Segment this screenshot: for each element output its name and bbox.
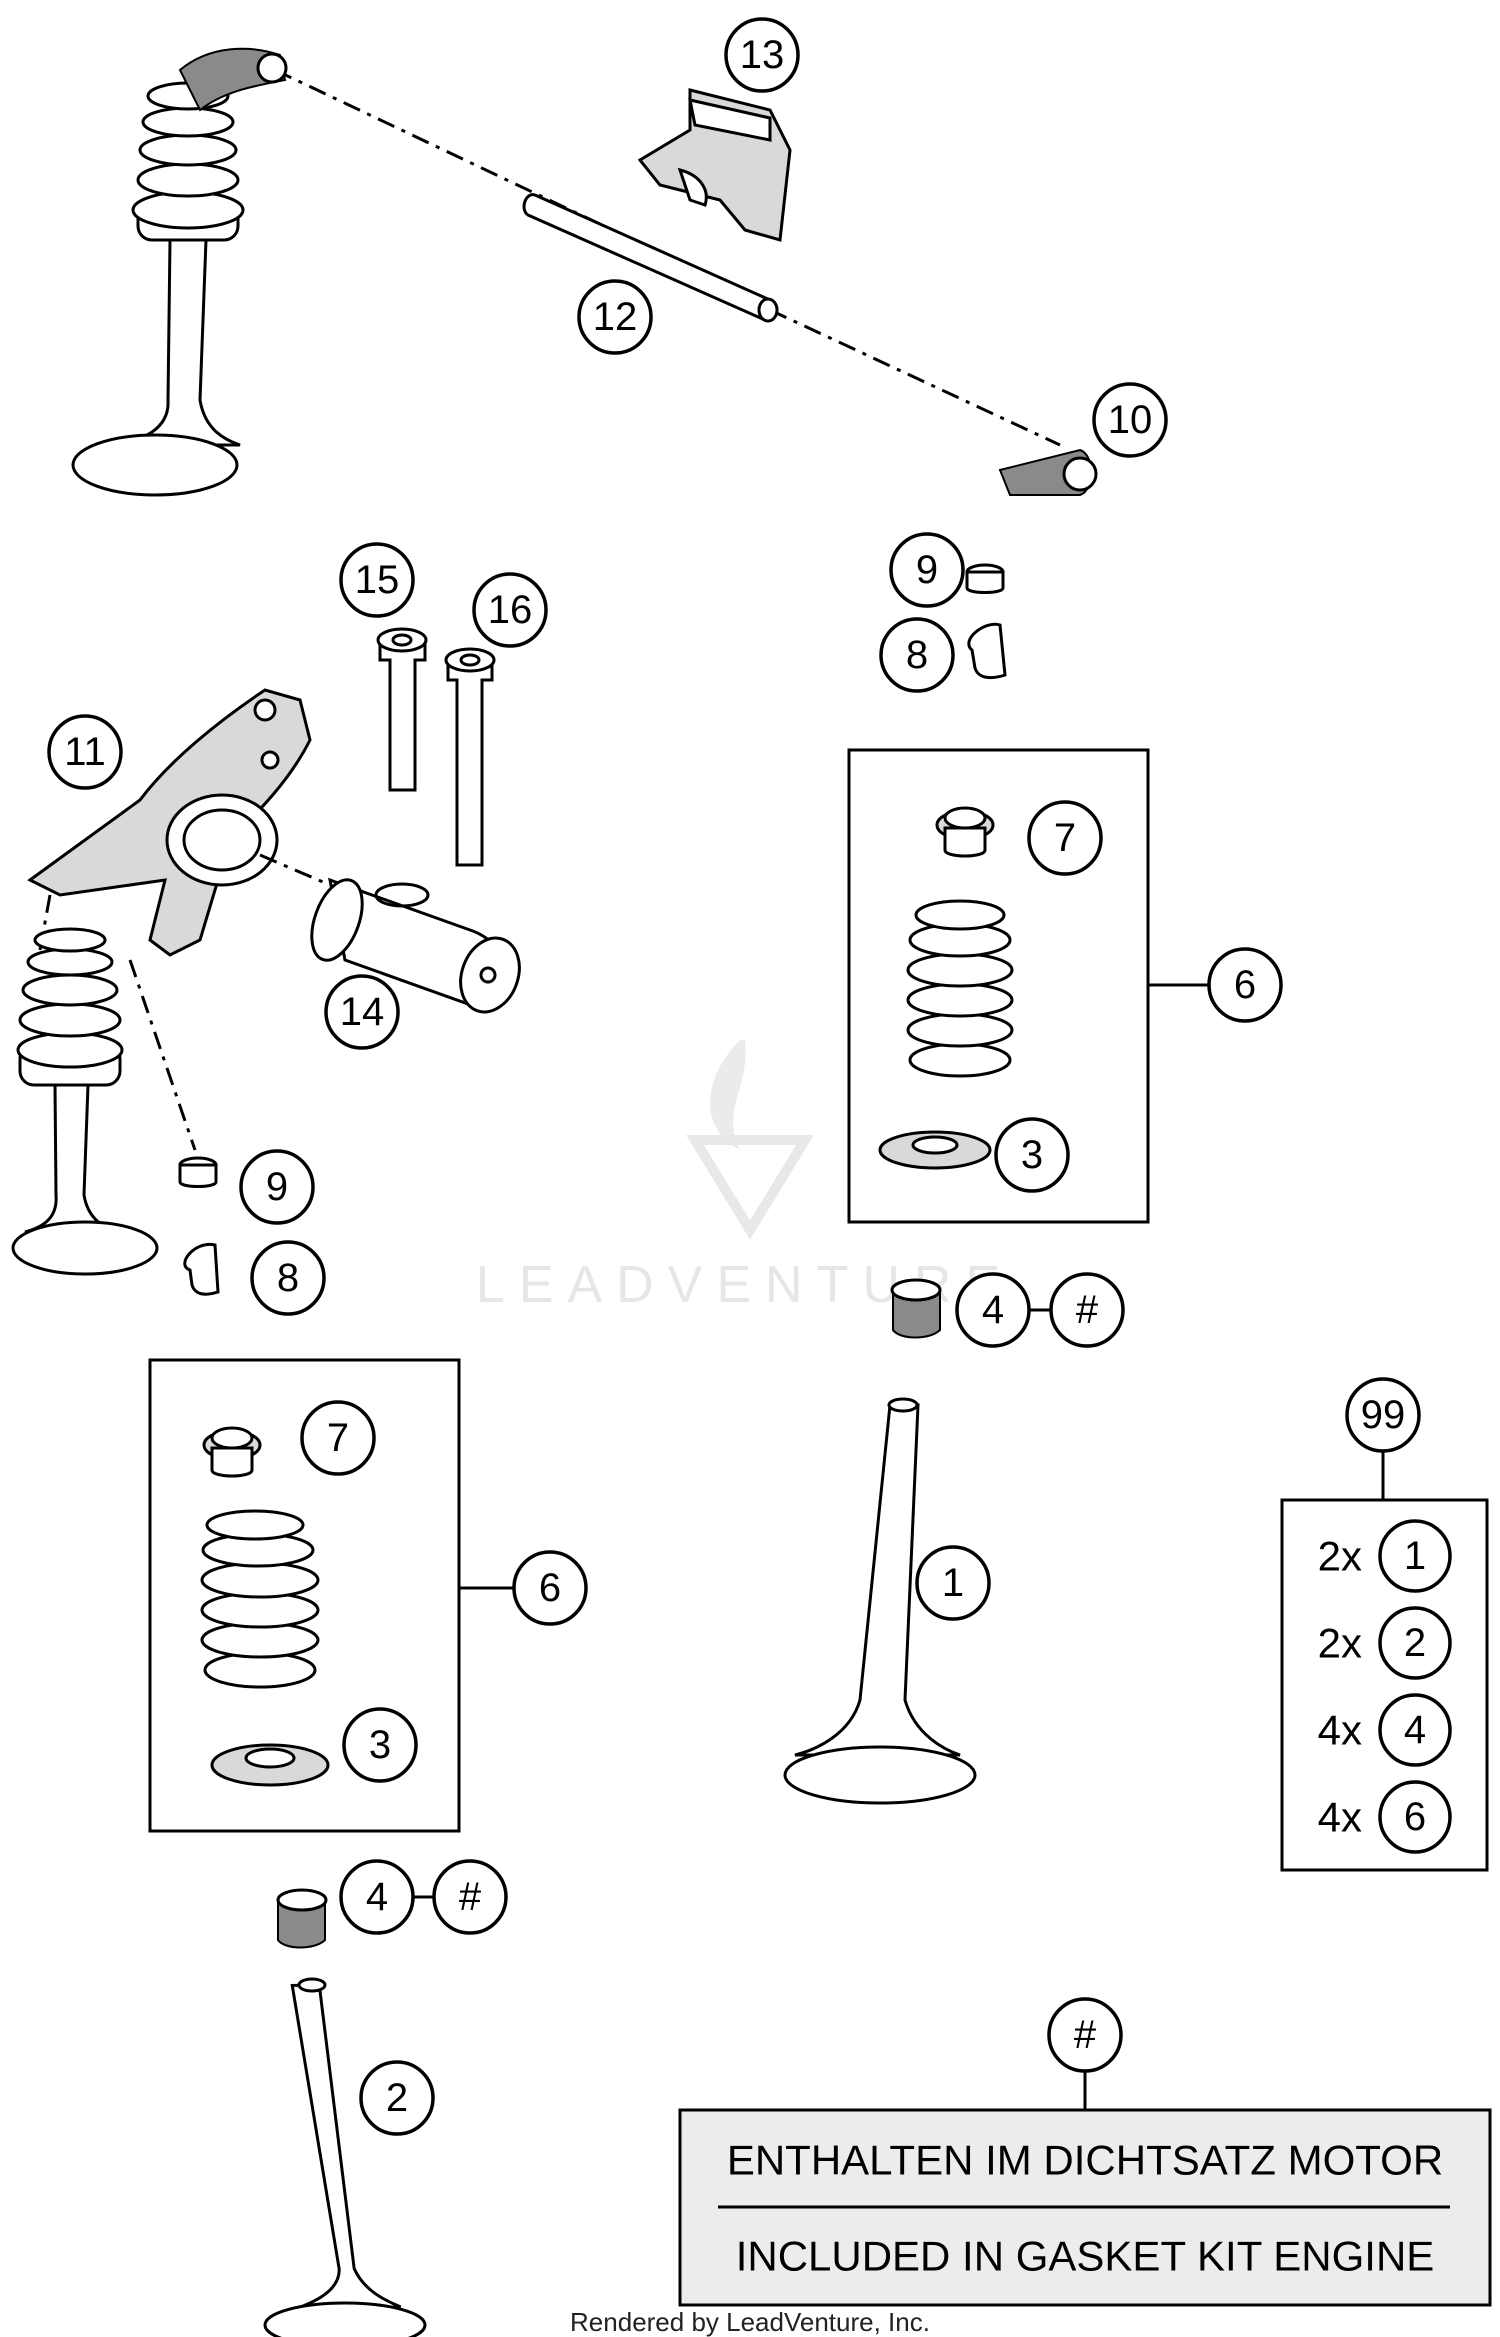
callout-15: 15	[339, 542, 415, 618]
part-16-bolt	[444, 647, 496, 867]
callout-8-right: 8	[879, 617, 955, 693]
axis-line-top-right	[769, 308, 1061, 447]
svg-text:4: 4	[366, 1875, 388, 1919]
callout-2: 2	[359, 2060, 435, 2136]
callout-9-right: 9	[889, 532, 965, 608]
part-13-guide	[637, 88, 792, 242]
left-shim-and-keeper	[178, 1156, 220, 1296]
svg-text:6: 6	[539, 1566, 561, 1610]
kit-qty-3: 4x	[1318, 1707, 1362, 1754]
svg-text:10: 10	[1108, 398, 1153, 442]
svg-text:15: 15	[355, 558, 400, 602]
svg-text:7: 7	[327, 1416, 349, 1460]
svg-text:4: 4	[982, 1288, 1004, 1332]
footer-credit: Rendered by LeadVenture, Inc.	[570, 2307, 930, 2337]
svg-text:3: 3	[369, 1723, 391, 1767]
callout-12: 12	[577, 279, 653, 355]
svg-text:3: 3	[1021, 1133, 1043, 1177]
left-valve-seal	[276, 1888, 328, 1949]
svg-text:8: 8	[277, 1256, 299, 1300]
callout-10: 10	[1092, 382, 1168, 458]
callout-hash-left: #	[432, 1859, 508, 1935]
svg-text:1: 1	[1404, 1534, 1426, 1578]
callout-3-right: 3	[994, 1117, 1070, 1193]
svg-text:6: 6	[1404, 1795, 1426, 1839]
svg-text:12: 12	[593, 295, 638, 339]
svg-text:99: 99	[1361, 1393, 1406, 1437]
svg-text:4: 4	[1404, 1708, 1426, 1752]
svg-text:8: 8	[906, 633, 928, 677]
svg-text:2: 2	[1404, 1621, 1426, 1665]
callout-7-left: 7	[300, 1400, 376, 1476]
note-line-en: INCLUDED IN GASKET KIT ENGINE	[736, 2233, 1435, 2280]
callout-16: 16	[472, 572, 548, 648]
callout-99: 99	[1345, 1377, 1421, 1453]
callout-14: 14	[324, 974, 400, 1050]
callout-6-left: 6	[512, 1550, 588, 1626]
callout-13: 13	[724, 17, 800, 93]
callout-8-left: 8	[250, 1240, 326, 1316]
right-shim-and-keeper	[965, 563, 1007, 680]
part-1-valve	[783, 1397, 977, 1805]
callout-3-left: 3	[342, 1707, 418, 1783]
svg-text:#: #	[1076, 1288, 1099, 1332]
callout-4-right: 4	[955, 1272, 1031, 1348]
kit-99-box: 2x 2x 4x 4x 1 2 4 6	[1280, 1450, 1489, 1872]
kit-item-part-4: 4	[1378, 1693, 1452, 1767]
svg-text:16: 16	[488, 588, 533, 632]
part-11-rocker-arm	[27, 688, 312, 1151]
kit-qty-2: 2x	[1318, 1620, 1362, 1667]
axis-line-left-b	[128, 959, 197, 1151]
callout-1: 1	[915, 1545, 991, 1621]
callout-4-left: 4	[339, 1859, 415, 1935]
callout-7-right: 7	[1027, 800, 1103, 876]
right-valve-seal	[890, 1278, 942, 1339]
svg-text:13: 13	[740, 33, 785, 77]
part-2-valve	[263, 1977, 427, 2337]
svg-text:6: 6	[1234, 963, 1256, 1007]
part-12-rocker-shaft	[522, 193, 779, 323]
kit-qty-4: 4x	[1318, 1794, 1362, 1841]
note-line-de: ENTHALTEN IM DICHTSATZ MOTOR	[727, 2137, 1443, 2184]
svg-text:9: 9	[916, 548, 938, 592]
part-15-bolt	[376, 627, 428, 792]
callout-hash-right: #	[1049, 1272, 1125, 1348]
gasket-note: ENTHALTEN IM DICHTSATZ MOTOR INCLUDED IN…	[678, 2072, 1492, 2307]
left-valve-assembly	[11, 927, 159, 1276]
kit-item-part-6: 6	[1378, 1780, 1452, 1854]
svg-text:#: #	[459, 1875, 482, 1919]
right-spring-kit	[847, 748, 1208, 1224]
kit-item-part-2: 2	[1378, 1606, 1452, 1680]
part-10-rocker	[998, 448, 1098, 496]
callout-6-right: 6	[1207, 947, 1283, 1023]
callout-9-left: 9	[239, 1149, 315, 1225]
svg-text:11: 11	[64, 730, 106, 774]
part-14-roller	[259, 853, 521, 1014]
svg-text:2: 2	[386, 2076, 408, 2120]
axis-line-roller	[259, 853, 331, 887]
svg-text:9: 9	[266, 1165, 288, 1209]
top-left-valve-assembly	[71, 47, 1061, 497]
svg-text:1: 1	[942, 1561, 964, 1605]
callout-11: 11	[47, 714, 123, 790]
svg-text:7: 7	[1054, 816, 1076, 860]
svg-text:14: 14	[340, 990, 385, 1034]
callout-hash-note: #	[1047, 1997, 1123, 2073]
kit-qty-1: 2x	[1318, 1533, 1362, 1580]
svg-text:#: #	[1074, 2013, 1097, 2057]
kit-item-part-1: 1	[1378, 1519, 1452, 1593]
